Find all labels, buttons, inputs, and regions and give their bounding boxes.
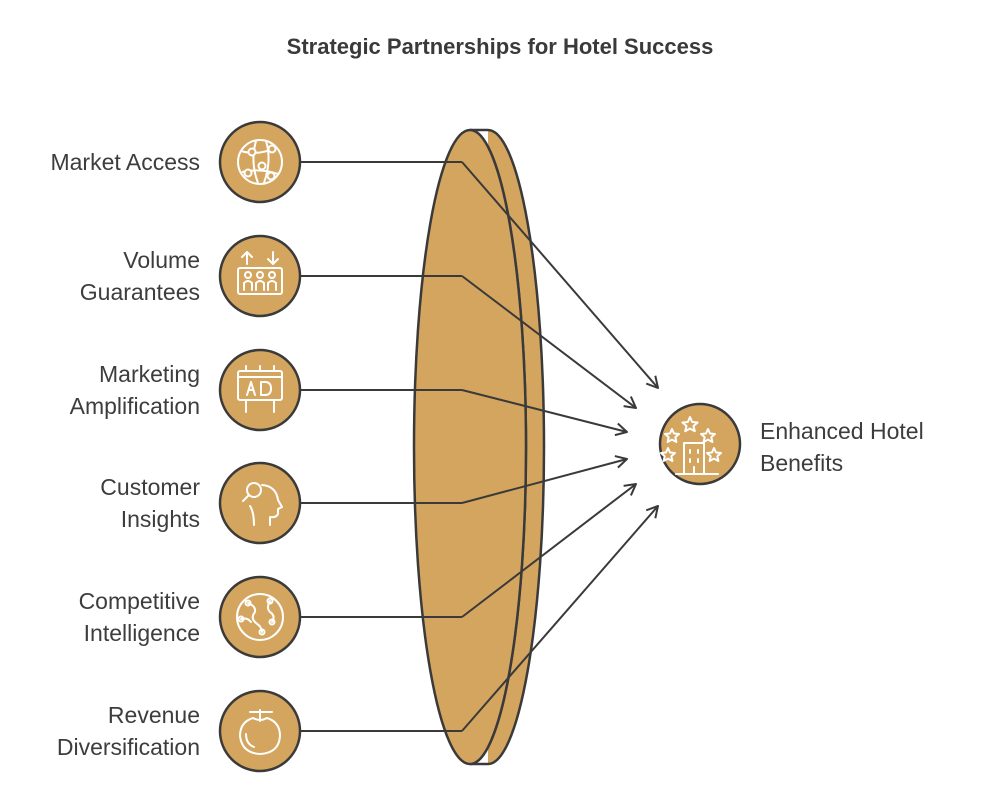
- label-line: Volume: [123, 247, 200, 273]
- label-revenue-diversification: Revenue Diversification: [0, 699, 200, 763]
- lens-disc: [412, 128, 546, 766]
- label-competitive-intelligence: Competitive Intelligence: [0, 585, 200, 649]
- ad-billboard-icon: [218, 348, 302, 432]
- label-line: Market Access: [50, 149, 200, 175]
- input-lines: [300, 161, 462, 732]
- label-market-access: Market Access: [0, 146, 200, 178]
- fruit-icon: [218, 689, 302, 773]
- globe-network-icon: [218, 120, 302, 204]
- virus-molecule-icon: [218, 575, 302, 659]
- hotel-stars-icon: [658, 402, 742, 486]
- converging-arrows: [461, 161, 659, 732]
- label-volume-guarantees: Volume Guarantees: [0, 244, 200, 308]
- head-profile-search-icon: [218, 461, 302, 545]
- label-line: Customer: [100, 474, 200, 500]
- label-line: Revenue: [107, 702, 200, 728]
- label-marketing-amplification: Marketing Amplification: [0, 358, 200, 422]
- label-line: Enhanced Hotel: [760, 418, 924, 444]
- people-up-down-arrows-icon: [218, 234, 302, 318]
- label-line: Competitive: [78, 588, 200, 614]
- label-line: Intelligence: [83, 620, 200, 646]
- label-line: Amplification: [69, 393, 200, 419]
- label-line: Guarantees: [79, 279, 200, 305]
- label-line: Insights: [120, 506, 200, 532]
- label-line: Diversification: [56, 734, 200, 760]
- label-enhanced-hotel-benefits: Enhanced Hotel Benefits: [760, 415, 990, 479]
- label-customer-insights: Customer Insights: [0, 471, 200, 535]
- label-line: Benefits: [760, 450, 844, 476]
- label-line: Marketing: [99, 361, 200, 387]
- diagram-title: Strategic Partnerships for Hotel Success: [286, 34, 714, 59]
